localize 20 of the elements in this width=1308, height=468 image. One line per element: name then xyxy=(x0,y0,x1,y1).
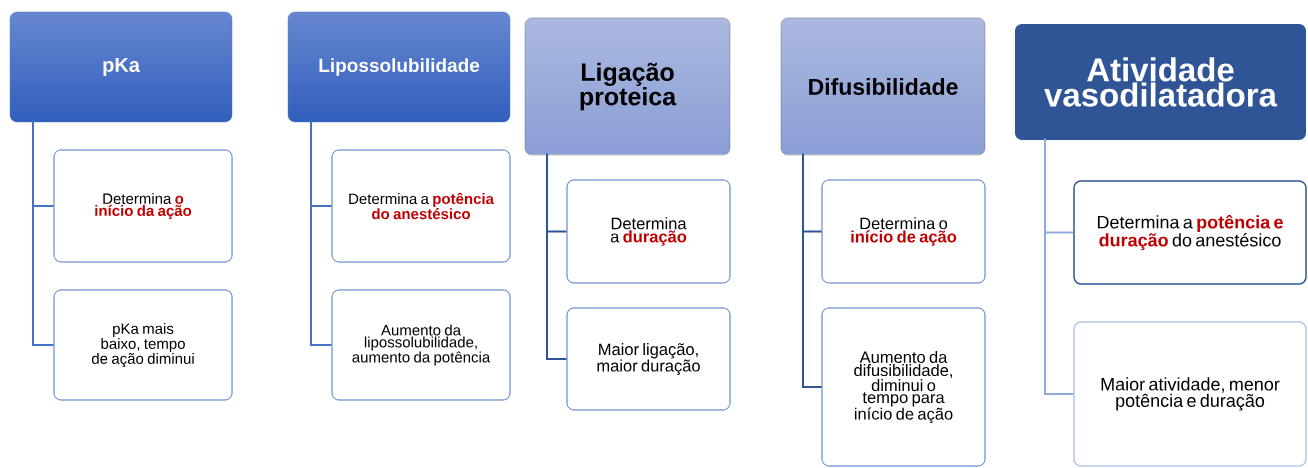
text-box: Maior ligação, maior duração xyxy=(566,307,731,411)
heading-box: Lipossolubilidade xyxy=(287,11,511,123)
connector-line xyxy=(310,119,333,346)
connector-line xyxy=(32,119,55,346)
text-box: Determina o início da ação xyxy=(53,149,233,263)
heading-box: Ligação proteica xyxy=(524,17,731,156)
connector-line xyxy=(802,152,823,388)
text-box: Determina a potência do anestésico xyxy=(331,149,511,263)
heading-box: Atividade vasodilatadora xyxy=(1015,24,1306,140)
text-box: Determina a potência e duração do anestésico xyxy=(1073,180,1307,285)
text-box: pKa mais baixo, tempo de ação diminui xyxy=(53,289,233,401)
text-box: Determina o início de ação xyxy=(821,179,986,284)
text-box: Determina a duração xyxy=(566,179,731,284)
text-box: Aumento da difusibilidade, diminui o tempo para início de ação xyxy=(821,307,986,467)
text-box: Maior atividade, menor potência e duração xyxy=(1073,321,1307,467)
connector-line xyxy=(546,152,568,360)
heading-box: pKa xyxy=(9,11,233,123)
connector-line xyxy=(1044,137,1075,395)
heading-box: Difusibilidade xyxy=(780,17,986,156)
text-box: Aumento da lipossolubilidade, aumento da potência xyxy=(331,289,511,401)
